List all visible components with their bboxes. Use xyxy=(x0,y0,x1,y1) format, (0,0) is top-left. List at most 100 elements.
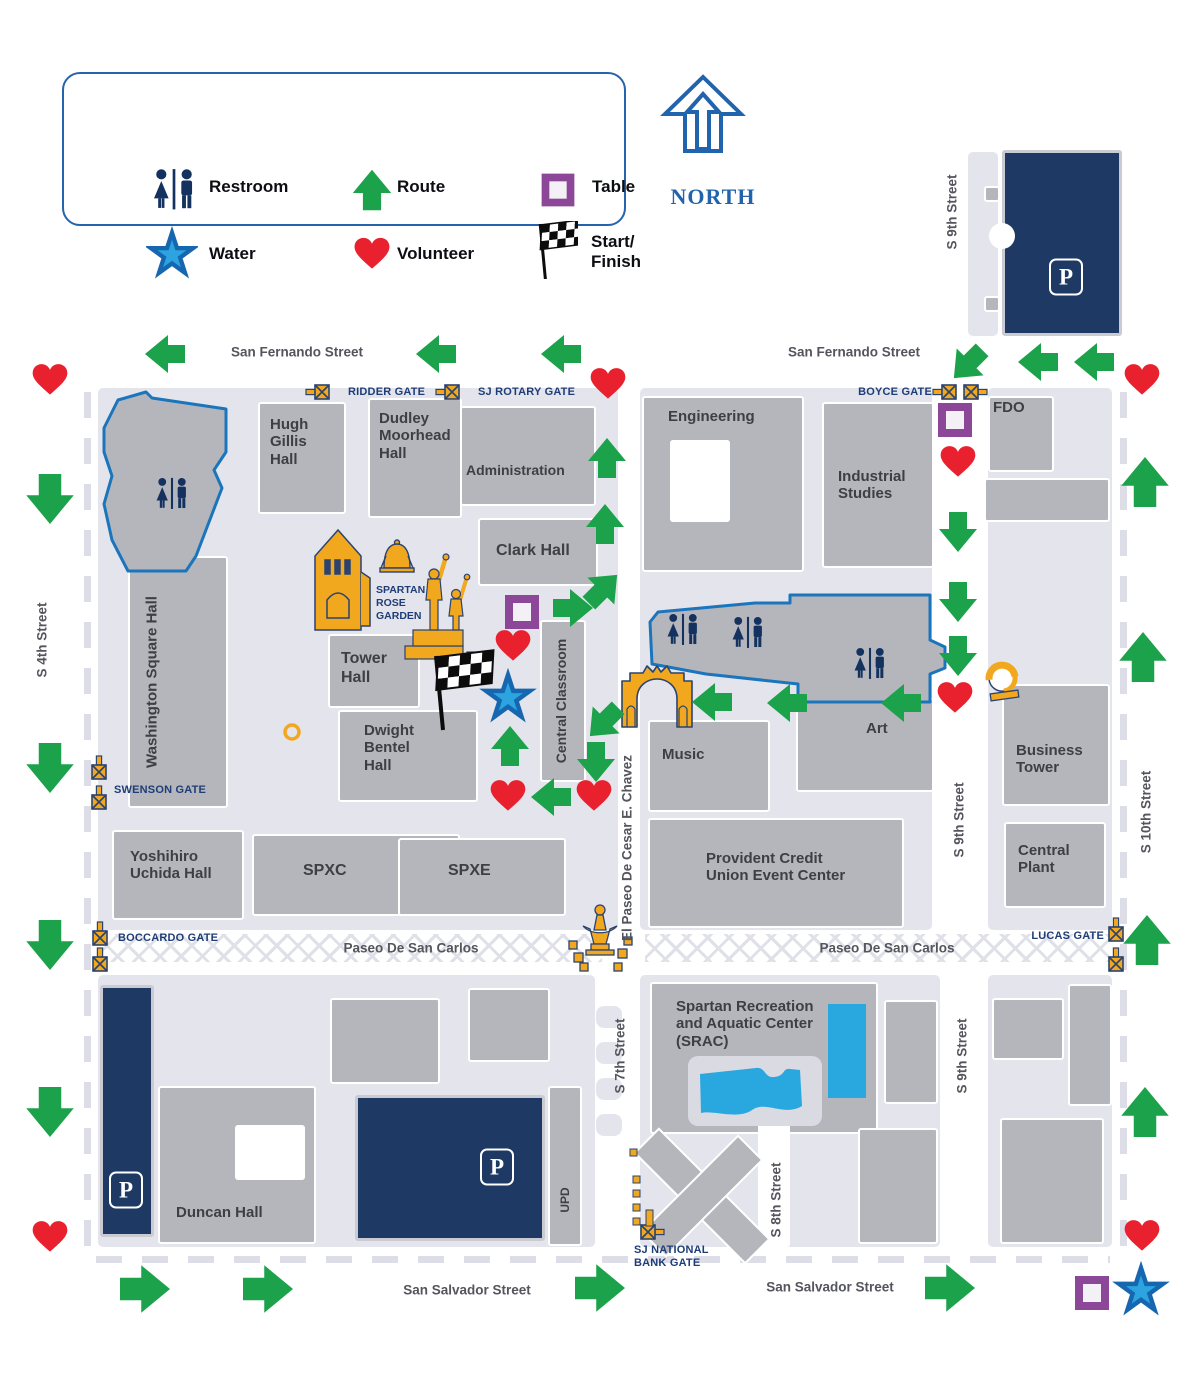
water-star xyxy=(146,225,198,279)
table-marker xyxy=(541,173,575,207)
street-label-san-salvador-street-w: San Salvador Street xyxy=(403,1282,531,1298)
legend-label-table: Table xyxy=(592,177,636,196)
restroom-icon xyxy=(148,162,200,218)
building-parking-lot-square-1 xyxy=(984,186,1000,202)
building-building-se2 xyxy=(1068,984,1112,1106)
street-dashes xyxy=(96,1256,1110,1263)
volunteer-heart-icon xyxy=(346,226,398,282)
water-star-icon xyxy=(146,225,198,282)
plaza-cutout xyxy=(688,1056,822,1126)
table-marker xyxy=(1075,1276,1109,1310)
north-arrow-icon xyxy=(660,74,746,153)
street-label-s-9th-street-bot: S 9th Street xyxy=(954,1018,970,1094)
building-label-dudley-moorhead-hall: Dudley Moorhead Hall xyxy=(379,410,451,462)
volunteer-heart xyxy=(1124,364,1160,395)
parking-badge: P xyxy=(480,1148,514,1186)
building-label-art-building: Art xyxy=(866,720,888,737)
parking-badge: P xyxy=(1049,258,1083,296)
north-label: NORTH xyxy=(670,184,756,209)
building-central-plant xyxy=(1004,822,1106,908)
building-building-e1 xyxy=(984,478,1110,522)
building-label-dwight-bentel-hall: Dwight Bentel Hall xyxy=(364,722,414,774)
building-label-industrial-studies: Industrial Studies xyxy=(838,468,906,503)
route-arrow xyxy=(352,169,392,211)
street-label-san-fernando-street-w: San Fernando Street xyxy=(230,344,364,360)
building-label-duncan-hall: Duncan Hall xyxy=(176,1204,263,1221)
route-arrow xyxy=(416,335,456,373)
building-provident-credit-union-event-center xyxy=(648,818,904,928)
table-marker xyxy=(938,403,972,437)
gate-label-boccardo-gate: BOCCARDO GATE xyxy=(118,932,219,944)
route-arrow xyxy=(939,512,977,552)
building-yoshihiro-uchida-hall xyxy=(112,830,244,920)
building-label-spxe: SPXE xyxy=(448,862,491,879)
building-label-srac: Spartan Recreation and Aquatic Center (S… xyxy=(676,998,814,1050)
route-arrow xyxy=(243,1265,293,1313)
gate-post xyxy=(629,1148,638,1157)
building-art-building xyxy=(796,698,934,792)
street-label-s-7th-street: S 7th Street xyxy=(612,1018,628,1094)
route-arrow xyxy=(1074,343,1114,381)
volunteer-heart xyxy=(940,446,976,477)
gate-post xyxy=(632,1175,641,1184)
building-label-engineering: Engineering xyxy=(668,408,755,425)
spartan-rose-garden-label: SPARTAN ROSE GARDEN xyxy=(376,584,426,623)
restroom-icon xyxy=(153,169,193,210)
street-dashes xyxy=(84,392,91,1252)
street-label-s-9th-street-mid: S 9th Street xyxy=(951,782,967,858)
city-block xyxy=(596,1006,622,1028)
gate-label-lucas-gate: LUCAS GATE xyxy=(1031,930,1104,942)
city-block xyxy=(596,1042,622,1064)
building-parking-lot-square-2 xyxy=(984,296,1000,312)
street-label-s-10th-street: S 10th Street xyxy=(1138,770,1154,854)
plaza-cutout xyxy=(670,440,730,522)
street-label-paseo-de-san-carlos-e: Paseo De San Carlos xyxy=(819,940,955,956)
start-finish-flag-icon xyxy=(526,221,578,279)
building-label-washington-square-hall: Washington Square Hall xyxy=(143,596,161,768)
street-label-paseo-de-san-carlos-w: Paseo De San Carlos xyxy=(343,940,479,956)
building-label-tower-hall: Tower Hall xyxy=(341,650,387,686)
street-crosswalk-hatch xyxy=(645,934,1110,962)
parking-badge: P xyxy=(109,1171,143,1209)
route-arrow xyxy=(939,582,977,622)
route-arrow xyxy=(26,1087,74,1137)
gate-label-ridder-gate: RIDDER GATE xyxy=(348,386,426,398)
building-building-sm1 xyxy=(884,1000,938,1104)
route-arrow xyxy=(953,343,989,379)
legend-label-restroom: Restroom xyxy=(209,177,289,196)
building-label-music: Music xyxy=(662,746,705,763)
building-label-fdo: FDO xyxy=(993,399,1025,416)
route-arrow xyxy=(26,920,74,970)
street-label-s-4th-street: S 4th Street xyxy=(34,602,50,678)
route-arrow xyxy=(541,335,581,373)
city-block xyxy=(596,1114,622,1136)
route-arrow xyxy=(26,743,74,793)
building-label-provident-credit-union-event-center: Provident Credit Union Event Center xyxy=(706,850,846,885)
building-spxe xyxy=(398,838,566,916)
legend-label-start-finish: Start/ Finish xyxy=(591,232,642,272)
building-label-business-tower: Business Tower xyxy=(1016,742,1083,777)
building-building-sm2 xyxy=(858,1128,938,1244)
route-arrow xyxy=(925,1264,975,1312)
building-label-clark-hall: Clark Hall xyxy=(496,542,570,559)
building-administration xyxy=(460,406,596,506)
gate-label-boyce-gate: BOYCE GATE xyxy=(858,386,932,398)
building-dudley-moorhead-hall xyxy=(368,398,462,518)
parking-9th-street xyxy=(1002,150,1122,336)
building-fdo xyxy=(988,396,1054,472)
building-label-upd: UPD xyxy=(558,1187,573,1213)
gate-icon xyxy=(963,384,988,400)
start-finish-flag xyxy=(538,221,578,279)
building-building-se3 xyxy=(1000,1118,1104,1244)
legend-label-route: Route xyxy=(397,177,446,196)
building-upd xyxy=(548,1086,582,1246)
building-label-yoshihiro-uchida-hall: Yoshihiro Uchida Hall xyxy=(130,848,212,883)
legend-label-water: Water xyxy=(209,244,256,263)
gate-label-swenson-gate: SWENSON GATE xyxy=(114,784,207,796)
legend-box: Restroom Route Table Water Volunteer Sta… xyxy=(62,72,641,279)
route-arrow xyxy=(1121,1087,1169,1137)
street-label-san-salvador-street-e: San Salvador Street xyxy=(766,1279,894,1295)
route-arrow xyxy=(575,1264,625,1312)
street-label-s-8th-street: S 8th Street xyxy=(768,1162,784,1238)
